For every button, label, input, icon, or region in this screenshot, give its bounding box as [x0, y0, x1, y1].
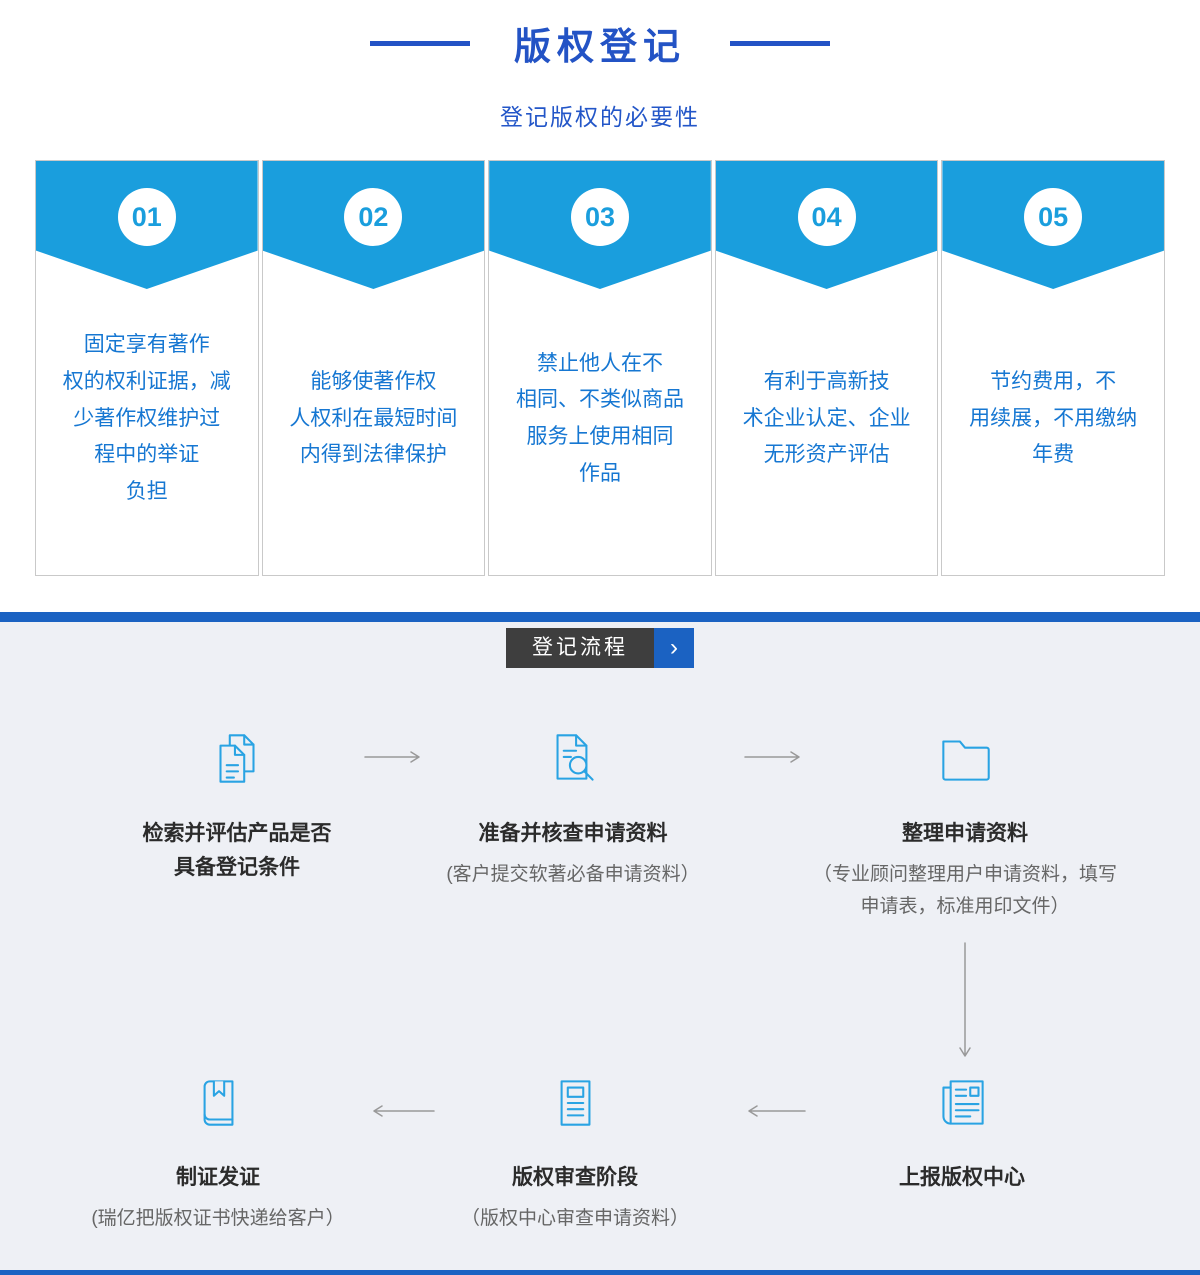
step-title: 版权审查阶段 — [512, 1166, 638, 1189]
benefit-card-5: 05 节约费用，不 用续展，不用缴纳 年费 — [941, 160, 1165, 576]
step-number-badge: 03 — [570, 188, 629, 246]
section-subtitle: 登记版权的必要性 — [500, 104, 700, 130]
process-step-6: 制证发证 (瑞亿把版权证书快递给客户） — [48, 1070, 388, 1235]
card-banner: 05 — [942, 161, 1164, 289]
step-subtitle: (瑞亿把版权证书快递给客户） — [91, 1207, 345, 1229]
step-title: 上报版权中心 — [899, 1166, 1025, 1189]
card-banner: 02 — [262, 161, 485, 289]
benefit-card-text: 禁止他人在不 相同、不类似商品 服务上使用相同 作品 — [515, 351, 684, 485]
benefit-card-1: 01 固定享有著作 权的权利证据，减 少著作权维护过 程中的举证 负担 — [35, 160, 259, 576]
step-subtitle: （版权中心审查申请资料） — [460, 1207, 689, 1229]
process-step-4: 上报版权中心 — [822, 1070, 1102, 1195]
process-step-2: 准备并核查申请资料 (客户提交软著必备申请资料） — [403, 726, 743, 891]
page-title-row: 版权登记 — [0, 16, 1200, 70]
process-section-tab[interactable]: 登记流程 — [506, 628, 654, 668]
page-title: 版权登记 — [514, 26, 686, 67]
title-decoration-line-right — [730, 40, 830, 46]
benefit-card-3: 03 禁止他人在不 相同、不类似商品 服务上使用相同 作品 — [488, 160, 712, 576]
footer-accent-bar — [0, 1270, 1200, 1275]
arrow-right-icon — [364, 750, 424, 769]
step-title: 制证发证 — [176, 1166, 260, 1189]
chevron-right-icon[interactable]: › — [654, 628, 694, 668]
benefit-cards: 01 固定享有著作 权的权利证据，减 少著作权维护过 程中的举证 负担 02 能… — [35, 160, 1165, 576]
step-title: 整理申请资料 — [902, 822, 1028, 845]
arrow-left-icon — [740, 1104, 806, 1123]
step-number-badge: 05 — [1024, 188, 1083, 246]
benefit-card-text: 有利于高新技 术企业认定、企业 无形资产评估 — [742, 369, 911, 467]
arrow-left-icon — [365, 1104, 435, 1123]
copyright-benefits-section: 版权登记 登记版权的必要性 01 固定享有著作 权的权利证据，减 少著作权维护过… — [0, 0, 1200, 576]
process-step-1: 检索并评估产品是否 具备登记条件 — [97, 726, 377, 884]
title-decoration-line-left — [370, 40, 470, 46]
process-step-5: 版权审查阶段 （版权中心审查申请资料） — [405, 1070, 745, 1235]
card-banner: 03 — [489, 161, 711, 289]
registration-process-section: 登记流程 › 检索并评估产品是否 具备登记条件 — [0, 612, 1200, 1275]
step-number-badge: 02 — [344, 188, 403, 246]
step-title: 准备并核查申请资料 — [478, 822, 668, 845]
step-number-badge: 04 — [797, 188, 856, 246]
benefit-card-text: 节约费用，不 用续展，不用缴纳 年费 — [969, 369, 1138, 467]
documents-icon — [204, 726, 270, 797]
document-lines-icon — [542, 1070, 608, 1141]
step-subtitle: (客户提交软著必备申请资料） — [446, 863, 700, 885]
card-banner: 04 — [715, 161, 938, 289]
benefit-card-text: 固定享有著作 权的权利证据，减 少著作权维护过 程中的举证 负担 — [62, 333, 231, 504]
process-step-3: 整理申请资料 （专业顾问整理用户申请资料，填写 申请表，标准用印文件） — [750, 726, 1180, 923]
folder-icon — [932, 726, 998, 797]
document-search-icon — [540, 726, 606, 797]
newspaper-icon — [929, 1070, 995, 1141]
step-title: 检索并评估产品是否 具备登记条件 — [142, 822, 332, 879]
benefit-card-4: 04 有利于高新技 术企业认定、企业 无形资产评估 — [714, 160, 939, 576]
card-banner: 01 — [36, 161, 258, 289]
benefit-card-2: 02 能够使著作权 人权利在最短时间 内得到法律保护 — [261, 160, 486, 576]
book-icon — [185, 1070, 251, 1141]
arrow-right-icon — [744, 750, 804, 769]
benefit-card-text: 能够使著作权 人权利在最短时间 内得到法律保护 — [289, 369, 458, 467]
step-subtitle: （专业顾问整理用户申请资料，填写 申请表，标准用印文件） — [812, 863, 1117, 917]
arrow-down-icon — [958, 942, 972, 1069]
step-number-badge: 01 — [117, 188, 176, 246]
